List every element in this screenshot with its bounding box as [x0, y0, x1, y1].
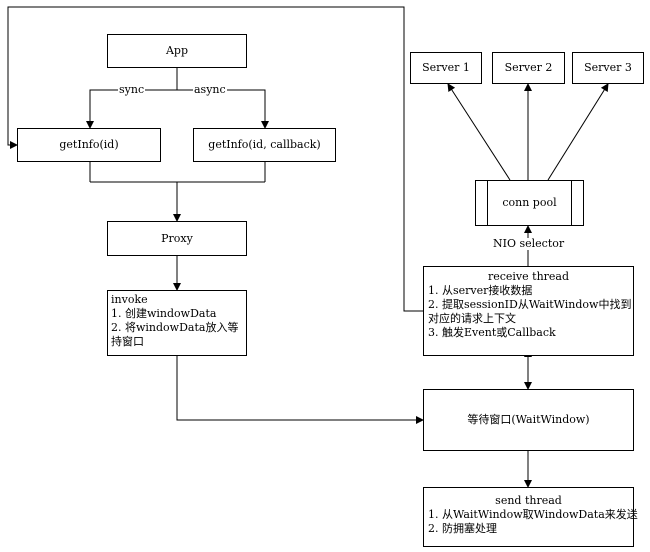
invoke-step-1: 1. 创建windowData [111, 307, 217, 320]
edge-invoke-wait [176, 355, 424, 424]
receive-thread-step-3: 3. 触发Event或Callback [428, 326, 556, 339]
receive-thread-box: receive thread 1. 从server接收数据 2. 提取sessi… [423, 266, 634, 356]
server-2-box: Server 2 [492, 52, 565, 84]
edge-label-sync: sync [118, 83, 146, 96]
conn-pool-label: conn pool [502, 196, 557, 209]
invoke-step-2: 2. 将windowData放入等 [111, 321, 239, 334]
conn-pool-box: conn pool [475, 180, 584, 226]
edge-sync [86, 89, 177, 129]
invoke-box: invoke 1. 创建windowData 2. 将windowData放入等… [107, 290, 247, 356]
proxy-box: Proxy [107, 221, 247, 256]
receive-thread-step-2: 2. 提取sessionID从WaitWindow中找到 [428, 298, 632, 311]
send-thread-box: send thread 1. 从WaitWindow取WindowData来发送… [423, 487, 638, 547]
wait-window-box: 等待窗口(WaitWindow) [423, 389, 634, 451]
conn-pool-left-bar [487, 181, 488, 225]
wait-window-label: 等待窗口(WaitWindow) [467, 413, 590, 426]
app-box: App [107, 34, 247, 68]
invoke-title: invoke [111, 293, 148, 306]
get-info-sync-box: getInfo(id) [17, 128, 161, 162]
get-info-async-label: getInfo(id, callback) [208, 138, 321, 151]
receive-thread-step-1: 1. 从server接收数据 [428, 284, 533, 297]
receive-thread-title: receive thread [487, 270, 570, 283]
edge-callback-loop [7, 6, 423, 312]
conn-pool-right-bar [571, 181, 572, 225]
edge-label-async: async [193, 83, 227, 96]
edge-pool-server3 [547, 83, 609, 181]
send-thread-step-1: 1. 从WaitWindow取WindowData来发送 [428, 508, 638, 521]
edge-pool-server1 [447, 83, 511, 181]
receive-thread-step-2-cont: 对应的请求上下文 [428, 312, 516, 325]
get-info-sync-label: getInfo(id) [59, 138, 119, 151]
server-3-box: Server 3 [572, 52, 644, 84]
get-info-async-box: getInfo(id, callback) [193, 128, 336, 162]
server-2-label: Server 2 [504, 61, 553, 74]
server-3-label: Server 3 [584, 61, 632, 74]
edge-label-nio-selector: NIO selector [492, 237, 566, 250]
server-1-label: Server 1 [422, 61, 470, 74]
server-1-box: Server 1 [410, 52, 482, 84]
send-thread-title: send thread [495, 494, 562, 507]
invoke-step-2-cont: 持窗口 [111, 335, 144, 348]
app-label: App [165, 44, 189, 57]
proxy-label: Proxy [161, 231, 193, 245]
send-thread-step-2: 2. 防拥塞处理 [428, 522, 497, 535]
